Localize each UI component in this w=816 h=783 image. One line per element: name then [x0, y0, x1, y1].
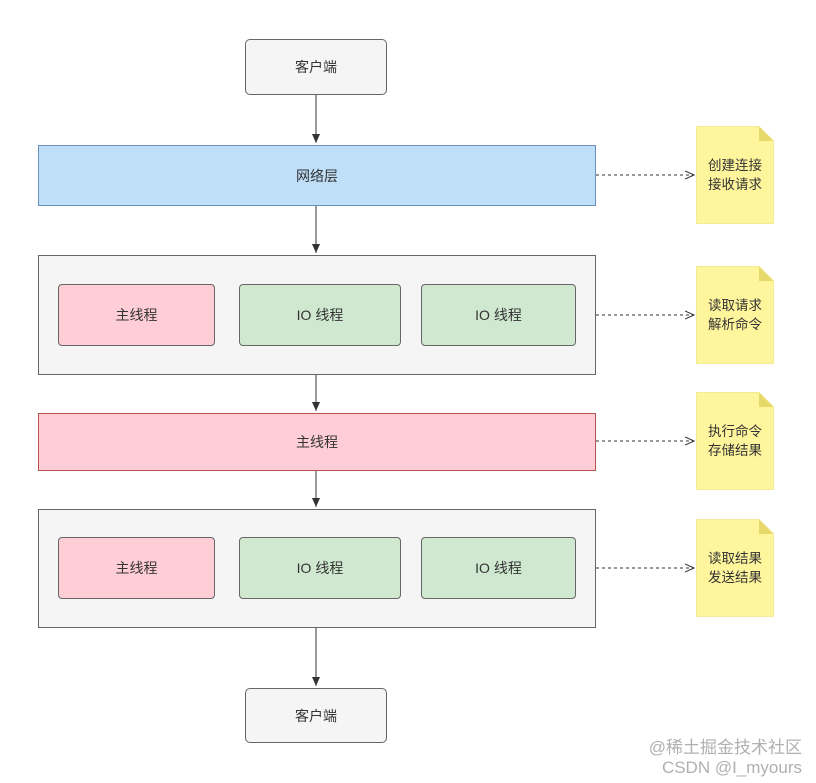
- main-thread-bar: 主线程: [38, 413, 596, 471]
- note-2: 读取请求 解析命令: [696, 266, 774, 364]
- note-3-line-2: 存储结果: [708, 443, 762, 458]
- group2-io-thread-box-2: IO 线程: [421, 537, 576, 599]
- main-thread-bar-label: 主线程: [296, 434, 338, 450]
- note-shape-icon: [696, 126, 774, 224]
- client-top-box: 客户端: [245, 39, 387, 95]
- watermark: @稀土掘金技术社区 CSDN @I_myours: [649, 738, 802, 778]
- group2-io-thread-label-1: IO 线程: [296, 560, 344, 576]
- note-4-line-1: 读取结果: [708, 551, 762, 566]
- group2-main-thread-box: 主线程: [58, 537, 215, 599]
- group1-io-thread-label-2: IO 线程: [475, 307, 522, 323]
- note-shape-icon: [696, 519, 774, 617]
- network-layer-box: 网络层: [38, 145, 596, 206]
- note-shape-icon: [696, 392, 774, 490]
- client-bottom-label: 客户端: [295, 707, 337, 724]
- note-shape-icon: [696, 266, 774, 364]
- note-1-line-1: 创建连接: [708, 158, 762, 173]
- group1-io-thread-box-2: IO 线程: [421, 284, 576, 346]
- network-layer-label: 网络层: [296, 167, 338, 184]
- note-4-line-2: 发送结果: [708, 570, 762, 585]
- group2-io-thread-label-2: IO 线程: [475, 560, 522, 576]
- watermark-line-1: @稀土掘金技术社区: [648, 738, 802, 757]
- group1-io-thread-label-1: IO 线程: [296, 307, 344, 323]
- group1-main-thread-box: 主线程: [58, 284, 215, 346]
- note-3-line-1: 执行命令: [708, 424, 762, 439]
- group1-io-thread-box-1: IO 线程: [239, 284, 401, 346]
- note-2-line-2: 解析命令: [708, 317, 762, 332]
- note-4: 读取结果 发送结果: [696, 519, 774, 617]
- note-2-line-1: 读取请求: [708, 298, 762, 313]
- watermark-line-2: CSDN @I_myours: [661, 758, 802, 777]
- client-bottom-box: 客户端: [245, 688, 387, 743]
- client-top-label: 客户端: [295, 59, 337, 75]
- group2-main-thread-label: 主线程: [115, 560, 158, 576]
- note-3: 执行命令 存储结果: [696, 392, 774, 490]
- group2-io-thread-box-1: IO 线程: [239, 537, 401, 599]
- group1-main-thread-label: 主线程: [115, 307, 158, 323]
- note-1: 创建连接 接收请求: [696, 126, 774, 224]
- note-1-line-2: 接收请求: [708, 177, 762, 192]
